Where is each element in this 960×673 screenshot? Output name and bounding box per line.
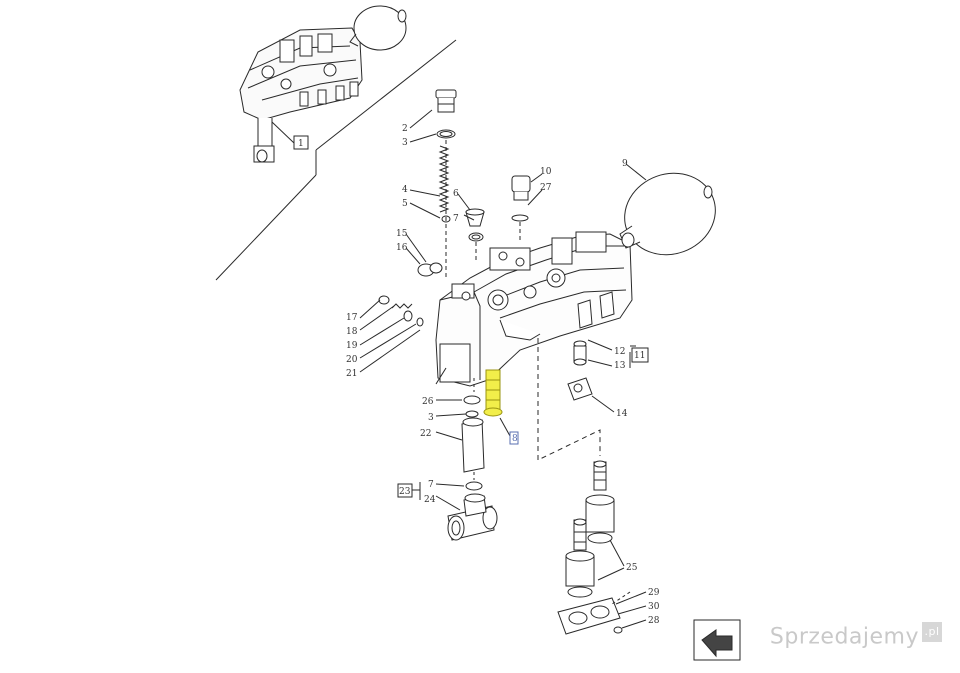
callout-5: 5 <box>402 199 408 209</box>
callout-3: 3 <box>402 138 408 148</box>
callout-30: 30 <box>648 602 660 612</box>
part-8-highlighted-fitting <box>483 369 503 417</box>
part-12-fitting <box>573 340 587 366</box>
watermark-badge: .pl <box>922 621 942 642</box>
callout-11: 11 <box>634 351 645 361</box>
part-6-fitting <box>465 208 485 242</box>
callout-8: 8 <box>512 434 518 444</box>
part-2-plug <box>435 89 457 139</box>
watermark-brand: Sprzedajemy <box>769 624 919 649</box>
part-14-clamp <box>567 377 593 401</box>
callout-12: 12 <box>614 347 625 357</box>
part-24-tee-fitting <box>447 493 498 541</box>
callout-1: 1 <box>298 139 304 149</box>
part-4-spring <box>438 145 450 213</box>
part-9-accumulator <box>619 172 716 256</box>
callout-labels: 1 2 3 3 4 5 6 7 7 9 10 27 15 16 17 18 19… <box>298 124 660 626</box>
watermark: Sprzedajemy.pl <box>769 621 942 649</box>
part-25-solenoid-upper <box>585 460 615 544</box>
callout-21: 21 <box>346 369 357 379</box>
callout-4: 4 <box>402 185 408 195</box>
main-valve-block <box>435 231 633 387</box>
callout-23: 23 <box>399 487 411 497</box>
callout-18: 18 <box>346 327 358 337</box>
callout-28: 28 <box>648 616 660 626</box>
callout-22: 22 <box>420 429 431 439</box>
callout-6: 6 <box>453 189 459 199</box>
callout-2: 2 <box>402 124 408 134</box>
callout-7: 7 <box>453 214 459 224</box>
parts-17-21 <box>378 295 424 327</box>
part-10-sensor <box>511 175 531 222</box>
callout-29: 29 <box>648 588 660 598</box>
part-22-tube <box>461 395 485 491</box>
callout-7: 7 <box>428 480 434 490</box>
callout-26: 26 <box>422 397 434 407</box>
part-29-gasket <box>557 597 621 635</box>
part-25-solenoid-lower <box>565 518 595 598</box>
view-direction-arrow-icon <box>693 619 741 661</box>
callout-16: 16 <box>396 243 408 253</box>
overview-assembly <box>239 5 407 163</box>
callout-27: 27 <box>540 183 552 193</box>
callout-9: 9 <box>622 159 628 169</box>
callout-20: 20 <box>346 355 358 365</box>
callout-25: 25 <box>626 563 638 573</box>
callout-3: 3 <box>428 413 434 423</box>
callout-17: 17 <box>346 313 358 323</box>
part-16-bushing <box>417 262 443 277</box>
callout-10: 10 <box>540 167 552 177</box>
callout-13: 13 <box>614 361 626 371</box>
callout-24: 24 <box>424 495 436 505</box>
callout-14: 14 <box>616 409 628 419</box>
callout-15: 15 <box>396 229 408 239</box>
callout-19: 19 <box>346 341 358 351</box>
